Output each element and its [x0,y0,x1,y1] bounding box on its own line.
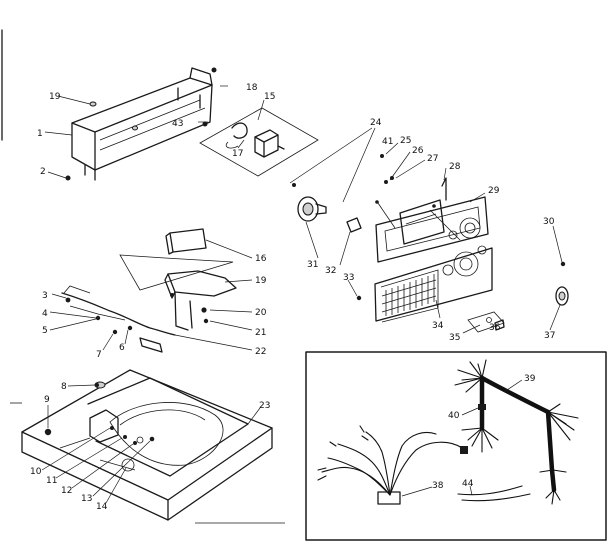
callout-38: 38 [432,481,444,491]
callout-15: 15 [264,92,275,102]
screw-20 [201,307,207,313]
screw-20a [170,293,174,297]
callout-3: 3 [42,291,48,301]
callout-37: 37 [544,331,555,341]
callout-44: 44 [462,479,474,489]
callout-28: 28 [449,162,461,172]
control-panel [375,177,489,263]
timer-assembly [199,107,319,177]
wire-harness-39 [454,359,579,505]
wire-44 [457,485,531,502]
callout-27: 27 [427,154,438,164]
callout-2: 2 [40,167,46,177]
knob-31 [297,196,327,222]
callout-24: 24 [370,118,382,128]
lid-switch-bracket [61,228,237,353]
callout-33: 33 [343,273,354,283]
switch-group-36 [467,311,505,333]
screw-2 [65,175,71,181]
callout-23: 23 [259,401,270,411]
callout-19b: 19 [255,276,267,286]
callout-14: 14 [96,502,108,512]
harness-inset-box [305,351,607,541]
callout-10: 10 [30,467,42,477]
callout-39: 39 [524,374,536,384]
knob-37 [555,286,569,306]
screw-3 [65,297,71,303]
callout-21: 21 [255,328,266,338]
callout-8: 8 [61,382,67,392]
screw-43 [202,121,208,127]
screw-13 [149,436,155,442]
indicator-lamps [292,154,566,301]
knob-32 [346,217,362,233]
wire-harness-38 [317,425,468,505]
callout-40: 40 [448,411,460,421]
screw-10 [110,426,114,430]
plug-9 [44,428,52,436]
callout-11: 11 [46,476,57,486]
callout-20: 20 [255,308,267,318]
screw-12 [133,441,137,445]
callout-4: 4 [42,309,48,319]
front-console-grille [374,245,493,323]
callout-34: 34 [432,321,444,331]
callout-13: 13 [81,494,92,504]
callout-9: 9 [44,395,50,405]
callout-35: 35 [449,333,460,343]
screw-18 [211,67,217,73]
callout-17: 17 [232,149,243,159]
screw-21 [203,318,209,324]
callout-16: 16 [255,254,267,264]
callout-18: 18 [246,83,258,93]
screw-11 [123,435,127,439]
callout-labels: 19 1 2 18 15 43 17 24 41 25 26 27 28 29 … [30,83,555,512]
callout-1: 1 [37,129,43,139]
callout-5: 5 [42,326,48,336]
console-backsplash [71,67,213,181]
screw-7 [112,329,118,335]
bumper-8 [95,383,99,387]
callout-26: 26 [412,146,424,156]
callout-6: 6 [119,343,125,353]
callout-29: 29 [488,186,500,196]
callout-19: 19 [49,92,61,102]
callout-7: 7 [96,350,102,360]
callout-12: 12 [61,486,72,496]
callout-22: 22 [255,347,266,357]
assembly-lines [377,202,461,241]
callout-43: 43 [172,119,183,129]
callout-36: 36 [489,323,501,333]
callout-32: 32 [325,266,336,276]
callout-31: 31 [307,260,318,270]
top-panel [21,369,273,521]
callout-41: 41 [382,137,393,147]
leader-lines [41,85,563,504]
callout-30: 30 [543,217,555,227]
screw-6 [127,325,133,331]
callout-25: 25 [400,136,411,146]
